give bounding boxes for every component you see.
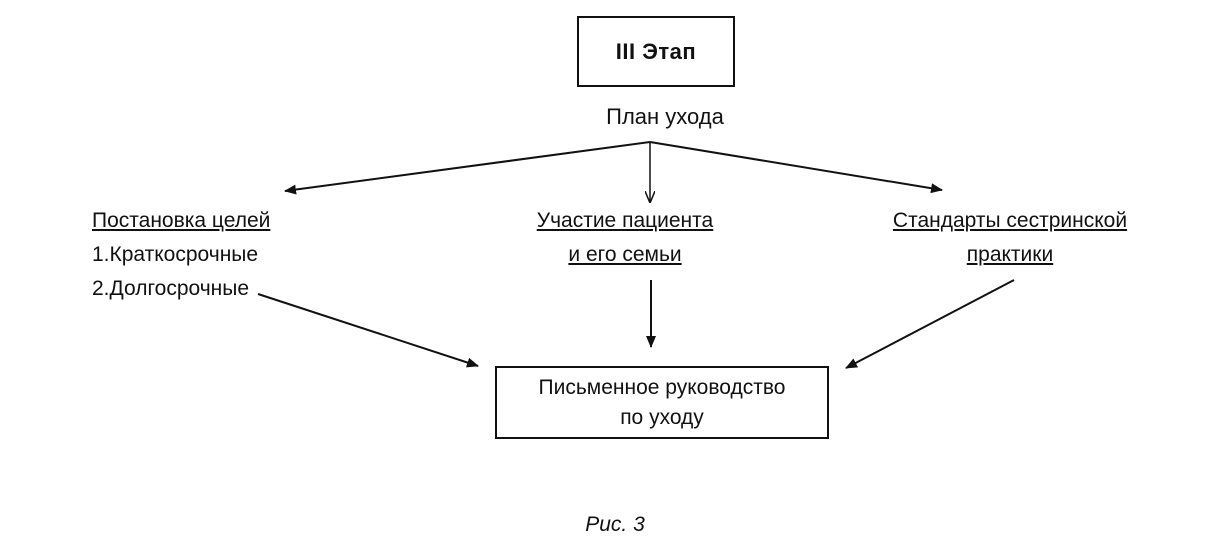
goals-item-short-term: 1.Краткосрочные: [92, 243, 259, 266]
stage-title: III Этап: [615, 38, 697, 64]
arrow-plan-to-goals: [284, 141, 651, 195]
arrow-plan-to-standards: [649, 141, 943, 194]
result-line-1: Письменное руководство: [538, 375, 786, 399]
plan-label: План ухода: [606, 104, 724, 129]
goals-node: Постановка целей 1.Краткосрочные 2.Долго…: [92, 204, 270, 306]
stage-box: III Этап: [577, 16, 735, 87]
patient-line-2: и его семьи: [568, 243, 682, 266]
patient-node: Участие пациента и его семьи: [510, 204, 740, 272]
standards-line-2: практики: [966, 243, 1054, 266]
patient-line-1: Участие пациента: [536, 209, 714, 232]
result-box: Письменное руководство по уходу: [495, 366, 829, 439]
figure-caption: Рис. 3: [585, 513, 645, 536]
arrow-standards-to-result: [845, 279, 1015, 369]
standards-line-1: Стандарты сестринской: [892, 209, 1128, 232]
arrow-goals-to-result: [257, 293, 479, 368]
goals-item-long-term: 2.Долгосрочные: [92, 277, 250, 300]
result-line-2: по уходу: [620, 405, 704, 429]
goals-heading: Постановка целей: [92, 209, 271, 232]
standards-node: Стандарты сестринской практики: [860, 204, 1160, 272]
